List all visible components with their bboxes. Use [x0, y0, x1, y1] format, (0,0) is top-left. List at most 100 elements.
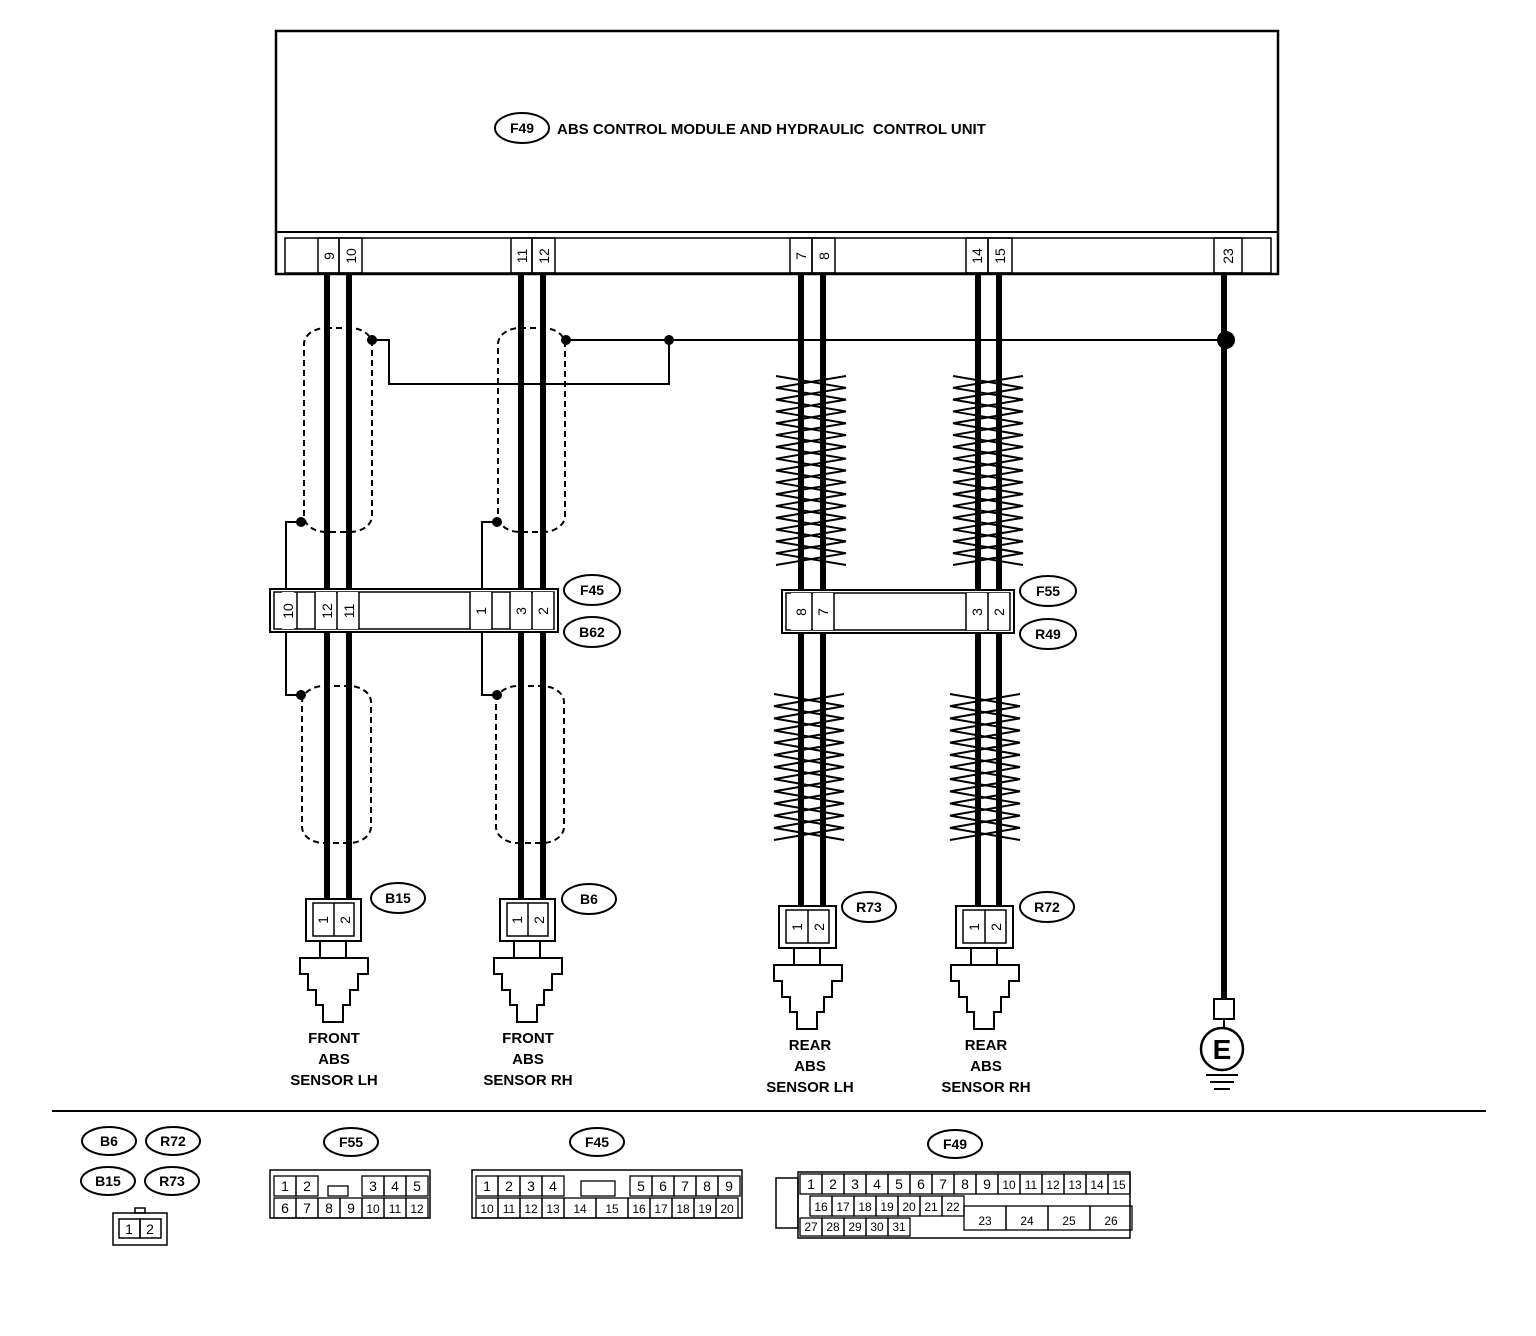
r49-code: R49 [1035, 626, 1061, 642]
module-pin-9: 9 [317, 237, 340, 274]
f49-cell-24: 24 [1005, 1205, 1049, 1231]
module-pin-10: 10 [338, 237, 363, 274]
abs-control-module: F49 ABS CONTROL MODULE AND HYDRAULIC CON… [274, 29, 1280, 276]
f49-cell-31: 31 [887, 1217, 911, 1237]
sensor-front-rh-label-3: SENSOR RH [483, 1072, 572, 1089]
sensor-rear-rh-code: R72 [1034, 899, 1060, 915]
module-pin-12: 12 [531, 237, 556, 274]
f45-pin-3: 3 [513, 607, 529, 615]
svg-text:2: 2 [829, 1176, 837, 1192]
svg-text:15: 15 [992, 248, 1008, 264]
f49-cell-21: 21 [919, 1195, 943, 1217]
sensor-front-rh: 1 2 B6 FRONT ABS SENSOR RH [483, 883, 617, 1089]
svg-text:13: 13 [1068, 1178, 1082, 1192]
svg-text:8: 8 [703, 1178, 711, 1194]
svg-text:6: 6 [917, 1176, 925, 1192]
twisted-pairs [773, 375, 1024, 841]
svg-text:28: 28 [826, 1220, 840, 1234]
svg-text:3: 3 [527, 1178, 535, 1194]
f45-cell-12: 12 [519, 1197, 543, 1219]
svg-text:B6: B6 [100, 1133, 118, 1149]
shield-front-lh-lower [301, 685, 372, 844]
f49-cell-17: 17 [831, 1195, 855, 1217]
f45-cell-1: 1 [475, 1175, 499, 1197]
svg-text:12: 12 [1046, 1178, 1060, 1192]
f45-cell-10: 10 [475, 1197, 499, 1219]
ground-symbol: E [1213, 1034, 1232, 1065]
f55-pin-8: 8 [793, 608, 809, 616]
svg-text:27: 27 [804, 1220, 818, 1234]
svg-text:17: 17 [836, 1200, 850, 1214]
f45-pin-10: 10 [280, 603, 296, 619]
svg-text:3: 3 [369, 1178, 377, 1194]
module-pin-15: 15 [987, 237, 1013, 274]
shield-ground-lines [285, 339, 1226, 696]
f45-pin-11: 11 [341, 604, 357, 619]
sensor-rear-lh-label-1: REAR [789, 1037, 832, 1054]
sensor-rear-rh-label-3: SENSOR RH [941, 1079, 1030, 1096]
sensor-front-rh-label-1: FRONT [502, 1030, 554, 1047]
f45-cell-6: 6 [651, 1175, 675, 1197]
svg-text:9: 9 [983, 1176, 991, 1192]
f45-cell-20: 20 [715, 1197, 739, 1219]
f49-cell-20: 20 [897, 1195, 921, 1217]
wires [324, 274, 1227, 1000]
svg-text:14: 14 [1090, 1178, 1104, 1192]
svg-text:B15: B15 [95, 1173, 121, 1189]
f49-cell-16: 16 [809, 1195, 833, 1217]
f55-cell-3: 3 [361, 1175, 385, 1197]
f49-cell-27: 27 [799, 1217, 823, 1237]
f55-cell-9: 9 [339, 1197, 363, 1219]
module-pin-14: 14 [965, 237, 989, 274]
f49-cell-13: 13 [1063, 1173, 1087, 1195]
svg-text:29: 29 [848, 1220, 862, 1234]
svg-text:6: 6 [281, 1200, 289, 1216]
svg-text:31: 31 [892, 1220, 906, 1234]
sensor-rear-rh-label-2: ABS [970, 1058, 1002, 1075]
f45-cell-2: 2 [497, 1175, 521, 1197]
f49-cell-18: 18 [853, 1195, 877, 1217]
svg-text:2: 2 [811, 923, 827, 931]
svg-text:5: 5 [413, 1178, 421, 1194]
f49-cell-28: 28 [821, 1217, 845, 1237]
svg-text:7: 7 [793, 252, 809, 260]
f55-pin-7: 7 [815, 608, 831, 616]
f45-cell-4: 4 [541, 1175, 565, 1197]
sensor-front-lh-label-3: SENSOR LH [290, 1072, 378, 1089]
b62-code: B62 [579, 624, 605, 640]
f55-cell-11: 11 [383, 1197, 407, 1219]
svg-text:3: 3 [851, 1176, 859, 1192]
shield-front-rh-lower [495, 685, 565, 844]
svg-text:F49: F49 [943, 1136, 967, 1152]
svg-text:10: 10 [480, 1202, 494, 1216]
f49-cell-5: 5 [887, 1173, 911, 1195]
module-pin-7: 7 [789, 237, 813, 274]
svg-text:2: 2 [531, 916, 547, 924]
sensor-rear-lh-label-2: ABS [794, 1058, 826, 1075]
svg-text:14: 14 [969, 248, 985, 264]
svg-text:1: 1 [807, 1176, 815, 1192]
sensor-front-rh-code: B6 [580, 891, 598, 907]
svg-text:1: 1 [509, 916, 525, 924]
f49-cell-26: 26 [1089, 1205, 1133, 1231]
f45-code: F45 [580, 582, 604, 598]
f49-cell-30: 30 [865, 1217, 889, 1237]
svg-text:2: 2 [505, 1178, 513, 1194]
f55-code: F55 [1036, 583, 1060, 599]
svg-text:2: 2 [988, 923, 1004, 931]
f49-cell-2: 2 [821, 1173, 845, 1195]
connector-f55-r49: 8 7 3 2 F55 R49 [781, 575, 1077, 650]
shields [301, 327, 566, 844]
svg-text:11: 11 [514, 249, 530, 264]
svg-text:2: 2 [146, 1221, 154, 1237]
sensor-front-lh-code: B15 [385, 890, 411, 906]
f55-cell-5: 5 [405, 1175, 429, 1197]
svg-text:7: 7 [681, 1178, 689, 1194]
f49-cell-3: 3 [843, 1173, 867, 1195]
shield-front-lh-upper [303, 327, 373, 533]
svg-text:25: 25 [1062, 1214, 1076, 1228]
svg-text:18: 18 [676, 1202, 690, 1216]
module-title: ABS CONTROL MODULE AND HYDRAULIC CONTROL… [557, 121, 986, 138]
sensor-rear-lh: 1 2 R73 REAR ABS SENSOR LH [766, 891, 897, 1096]
